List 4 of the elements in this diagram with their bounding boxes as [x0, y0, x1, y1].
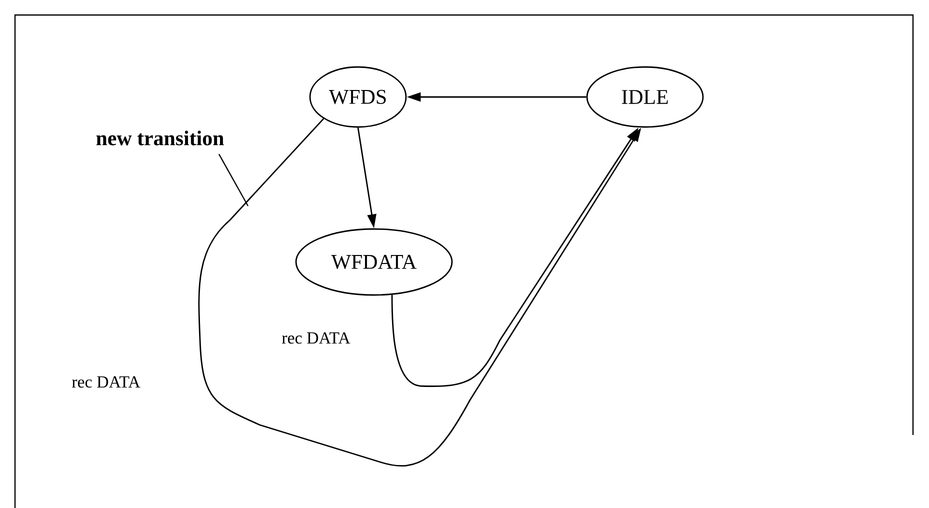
edge-label: rec DATA — [282, 332, 350, 344]
leader-line — [218, 154, 249, 206]
edge-label: rec DATA — [72, 376, 140, 388]
annotation-text: new transition — [96, 130, 224, 146]
